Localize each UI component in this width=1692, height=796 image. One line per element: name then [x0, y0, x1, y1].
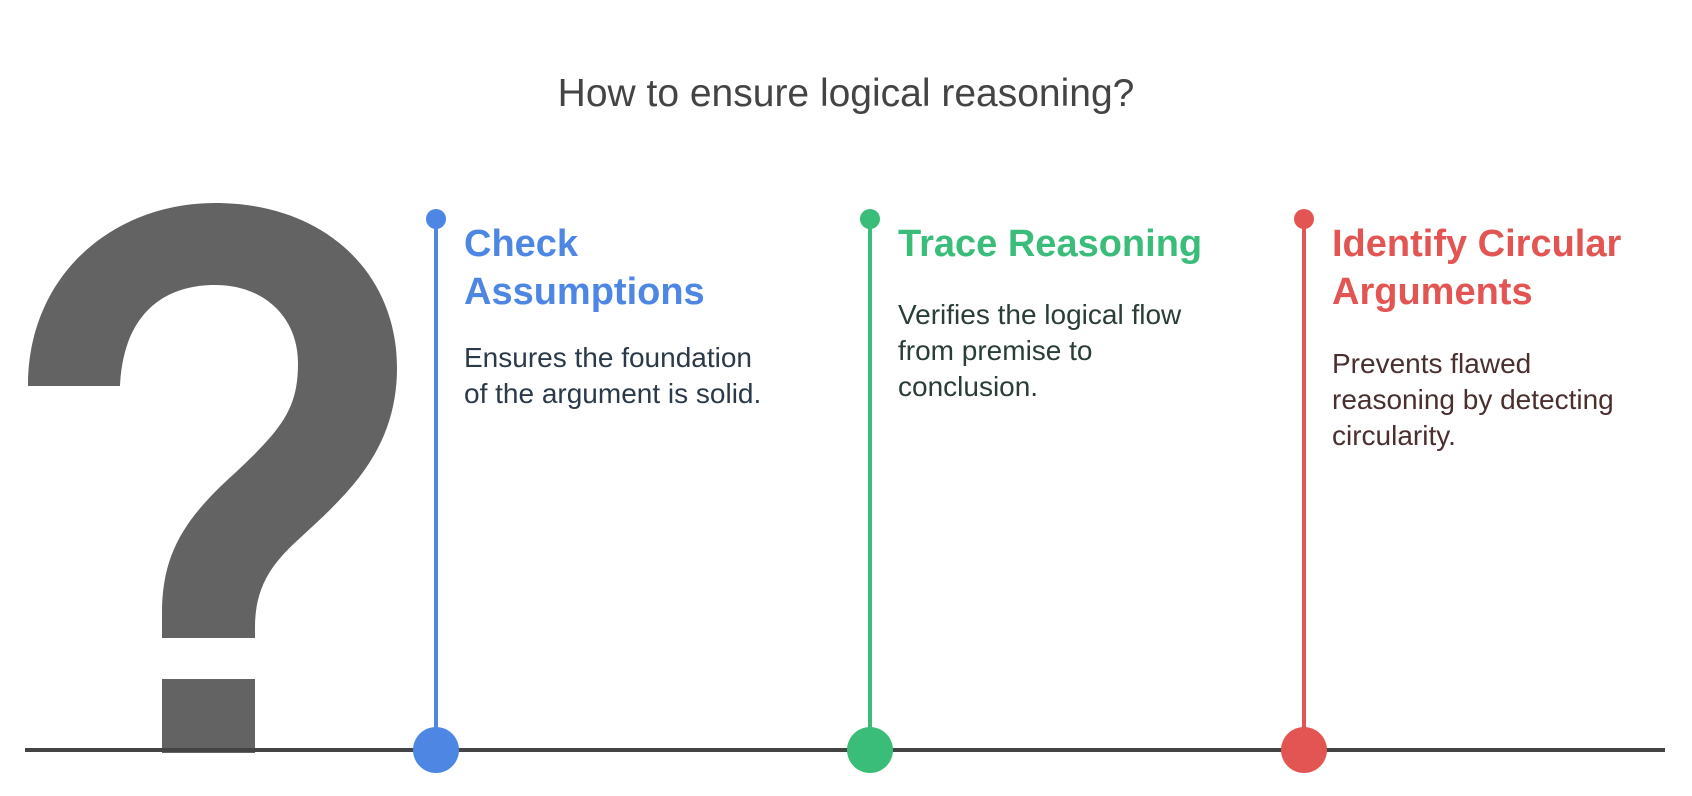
- step-3-desc-line: Prevents flawed: [1332, 348, 1532, 379]
- step-3-heading-line: Identify Circular: [1332, 223, 1622, 265]
- step-2-heading-line: Trace Reasoning: [898, 223, 1203, 265]
- step-2-marker: [847, 727, 893, 773]
- step-3-heading-line: Arguments: [1332, 271, 1533, 313]
- step-3-stem: [1302, 220, 1306, 750]
- step-1-desc-line: Ensures the foundation: [464, 342, 752, 373]
- step-1-heading: Check Assumptions: [464, 220, 705, 316]
- step-1-heading-line: Check: [464, 223, 579, 265]
- step-3-description: Prevents flawed reasoning by detecting c…: [1332, 346, 1614, 454]
- step-1-desc-line: of the argument is solid.: [464, 378, 762, 409]
- step-2-top-dot: [860, 209, 880, 229]
- step-2-desc-line: conclusion.: [898, 371, 1039, 402]
- step-3-marker: [1281, 727, 1327, 773]
- step-3-heading: Identify Circular Arguments: [1332, 220, 1621, 316]
- timeline-baseline: [25, 748, 1665, 752]
- step-2-stem: [868, 220, 872, 750]
- step-3-desc-line: reasoning by detecting: [1332, 384, 1614, 415]
- step-1-marker: [413, 727, 459, 773]
- step-3-desc-line: circularity.: [1332, 420, 1456, 451]
- step-2-description: Verifies the logical flow from premise t…: [898, 297, 1181, 405]
- step-2-desc-line: Verifies the logical flow: [898, 299, 1182, 330]
- step-1-heading-line: Assumptions: [464, 271, 705, 313]
- step-2-heading: Trace Reasoning: [898, 220, 1202, 268]
- diagram-title: How to ensure logical reasoning?: [557, 72, 1135, 115]
- step-3-top-dot: [1294, 209, 1314, 229]
- question-mark-icon: [28, 203, 397, 753]
- step-2-desc-line: from premise to: [898, 335, 1093, 366]
- step-1-description: Ensures the foundation of the argument i…: [464, 340, 761, 412]
- step-1-top-dot: [426, 209, 446, 229]
- step-1-stem: [434, 220, 438, 750]
